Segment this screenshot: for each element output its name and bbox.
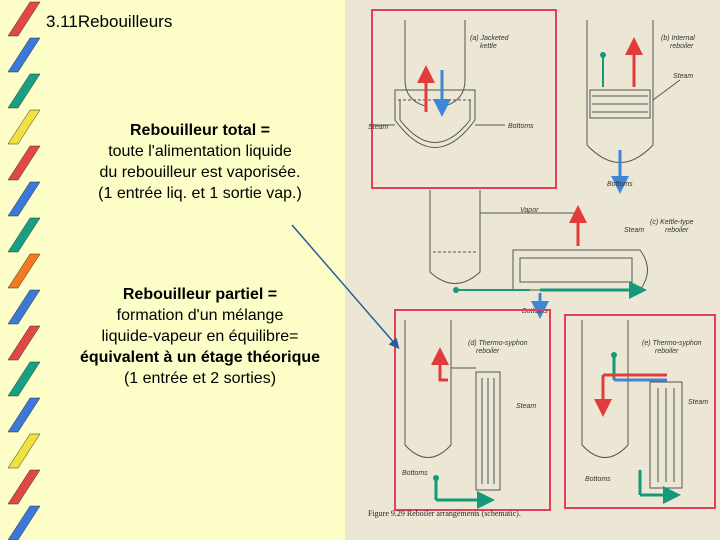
- panel-d-inlet-dot: [433, 475, 439, 481]
- stripe-segment: [7, 37, 41, 73]
- partial-heading-line: Rebouilleur partiel =: [60, 284, 340, 305]
- total-line-2: du rebouilleur est vaporisée.: [99, 164, 301, 181]
- stripe-segment: [7, 1, 41, 37]
- panel-a-bottoms-label: Bottoms: [508, 123, 534, 130]
- panel-c-label-1: (c) Kettle-type: [650, 219, 694, 226]
- panel-b-steam-label: Steam: [673, 73, 693, 80]
- panel-jacketed-kettle: (a) Jacketed kettle Steam Bottoms: [368, 9, 557, 189]
- stripe-segment: [7, 397, 41, 433]
- panel-c-column: [429, 190, 481, 284]
- stripe-segment: [7, 433, 41, 469]
- panel-b-label-1: (b) Internal: [661, 35, 695, 42]
- total-heading: Rebouilleur total: [129, 122, 257, 139]
- panel-e-label-2: reboiler: [655, 348, 679, 355]
- total-heading-line: Rebouilleur total =: [60, 120, 340, 141]
- panel-d-frame: [394, 309, 551, 511]
- partial-bold-line: équivalent à un étage théorique: [79, 349, 321, 366]
- stripe-segment: [7, 253, 41, 289]
- panel-b-tube-bundle: [589, 89, 651, 119]
- stripe-segment: [7, 73, 41, 109]
- panel-c-shell: [512, 249, 648, 291]
- panel-b-label-2: reboiler: [670, 43, 694, 50]
- stripe-segment: [7, 505, 41, 540]
- panel-a-jacket: [399, 100, 471, 143]
- decorative-stripe: [7, 1, 41, 540]
- stripe-segment: [7, 289, 41, 325]
- panel-c-bottoms-label: Bottoms: [522, 308, 548, 315]
- panel-b-inlet-dot: [600, 52, 606, 58]
- total-heading-suffix: =: [256, 122, 271, 139]
- panel-e-column: [581, 320, 629, 458]
- panel-d-bottoms-label: Bottoms: [402, 470, 428, 477]
- partial-reboiler-definition: Rebouilleur partiel = formation d'un mél…: [60, 284, 340, 389]
- panel-d-exchanger: [475, 371, 501, 491]
- stripe-segment: [7, 217, 41, 253]
- panel-d-vapor-arrow: [431, 347, 449, 382]
- panel-a-column: [404, 20, 466, 107]
- panel-b-column: [586, 20, 654, 163]
- panel-c-label-2: reboiler: [665, 227, 689, 234]
- panel-a-label-1: (a) Jacketed: [470, 35, 510, 42]
- stripe-segment: [7, 361, 41, 397]
- panel-d-column: [404, 320, 452, 458]
- panel-thermosyphon-e: (e) Thermo-syphon reboiler Steam Bottoms: [564, 314, 716, 509]
- partial-line-1: formation d'un mélange: [116, 307, 284, 324]
- panel-c-vapor-label: Vapor: [520, 207, 539, 214]
- slide-title: 3.11Rebouilleurs: [46, 12, 173, 31]
- panel-internal-reboiler: (b) Internal reboiler Steam Bottoms: [586, 20, 695, 194]
- figure-caption: Figure 9.29 Reboiler arrangements (schem…: [368, 509, 521, 518]
- partial-heading-suffix: =: [263, 286, 278, 303]
- panel-e-frame: [564, 314, 716, 509]
- stripe-segment: [7, 181, 41, 217]
- panel-e-inlet-dot: [611, 352, 617, 358]
- panel-a-frame: [371, 9, 557, 189]
- stripe-segment: [7, 469, 41, 505]
- panel-d-label-2: reboiler: [476, 348, 500, 355]
- panel-c-steam-label: Steam: [624, 227, 644, 234]
- panel-b-bottoms-label: Bottoms: [607, 181, 633, 188]
- panel-c-tube-bundle: [519, 257, 633, 283]
- panel-kettle-type-reboiler: (c) Kettle-type reboiler Vapor Steam Bot…: [429, 190, 694, 319]
- panel-e-label-1: (e) Thermo-syphon: [642, 340, 702, 347]
- panel-d-steam-label: Steam: [516, 403, 536, 410]
- panel-a-label-2: kettle: [480, 43, 497, 50]
- panel-e-bottoms-label: Bottoms: [585, 476, 611, 483]
- partial-heading: Rebouilleur partiel: [122, 286, 264, 303]
- stripe-segment: [7, 145, 41, 181]
- panel-b-steam-pipe: [652, 79, 681, 101]
- panel-d-label-1: (d) Thermo-syphon: [468, 340, 528, 347]
- total-reboiler-definition: Rebouilleur total = toute l'alimentation…: [60, 120, 340, 204]
- panel-thermosyphon-d: (d) Thermo-syphon reboiler Steam Bottoms: [394, 309, 551, 511]
- partial-line-2: liquide-vapeur en équilibre=: [101, 328, 299, 345]
- panel-e-steam-label: Steam: [688, 399, 708, 406]
- total-line-3: (1 entrée liq. et 1 sortie vap.): [98, 185, 302, 202]
- total-line-1: toute l'alimentation liquide: [108, 143, 292, 160]
- pointer-arrow: [291, 224, 400, 349]
- stripe-segment: [7, 109, 41, 145]
- panel-a-steam-label: Steam: [368, 124, 388, 131]
- stripe-segment: [7, 325, 41, 361]
- partial-last-line: (1 entrée et 2 sorties): [123, 370, 277, 387]
- panel-c-inlet-dot: [453, 287, 459, 293]
- panel-a-kettle: [394, 89, 476, 148]
